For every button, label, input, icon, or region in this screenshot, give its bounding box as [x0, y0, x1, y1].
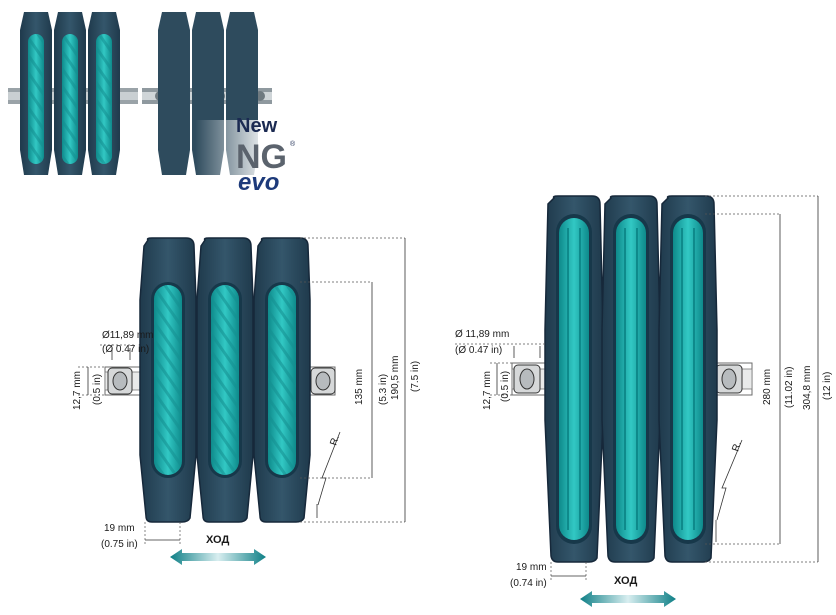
left-outer-height-mm: 190,5 mm	[390, 356, 401, 400]
left-radius-label: R.	[328, 434, 342, 447]
left-pitch-mm: 12,7 mm	[72, 371, 83, 410]
svg-text:evo: evo	[238, 169, 279, 196]
right-radius-label: R.	[730, 440, 744, 453]
right-pitch-in: (0.5 in)	[500, 371, 511, 402]
right-travel-arrow	[580, 591, 676, 607]
right-outer-height-in: (12 in)	[822, 372, 833, 400]
left-pad-3	[253, 237, 311, 523]
left-pad-1	[139, 237, 197, 523]
left-roller-left	[107, 367, 133, 395]
right-drawing: Ø 11,89 mm (Ø 0.47 in) 12,7 mm (0.5 in) …	[455, 195, 833, 607]
right-roller-left	[513, 364, 541, 394]
left-inner-height-mm: 135 mm	[354, 369, 365, 405]
right-travel-label: ХОД	[614, 575, 637, 587]
product-photo-back	[142, 12, 272, 180]
right-pad-1	[544, 195, 604, 563]
left-pin-diameter-mm: Ø11,89 mm	[102, 330, 154, 341]
left-width-mm: 19 mm	[104, 523, 135, 534]
right-roller-right	[715, 364, 743, 394]
right-inner-height-mm: 280 mm	[762, 369, 773, 405]
right-width-mm: 19 mm	[516, 562, 547, 573]
svg-text:®: ®	[290, 140, 296, 148]
svg-text:New: New	[236, 115, 278, 137]
new-ng-evo-logo: New NG ® evo	[236, 115, 296, 196]
svg-text:NG: NG	[236, 138, 287, 176]
left-drawing: Ø11,89 mm (Ø 0.47 in) 12,7 mm (0.5 in) 1…	[72, 237, 421, 565]
left-travel-arrow	[170, 549, 266, 565]
right-pin-diameter-mm: Ø 11,89 mm	[455, 329, 509, 340]
right-outer-height-mm: 304,8 mm	[802, 366, 813, 410]
left-outer-height-in: (7.5 in)	[410, 361, 421, 392]
right-pin-diameter-in: (Ø 0.47 in)	[455, 345, 502, 356]
product-photo-teal	[8, 12, 138, 175]
right-pad-2	[601, 195, 661, 563]
right-pitch-mm: 12,7 mm	[482, 371, 493, 410]
left-width-in: (0.75 in)	[101, 539, 138, 550]
right-pad-3	[658, 195, 718, 563]
left-roller-right	[310, 367, 336, 395]
right-inner-height-in: (11.02 in)	[784, 366, 795, 408]
left-travel-label: ХОД	[206, 534, 229, 546]
left-pad-2	[196, 237, 254, 523]
left-pitch-in: (0.5 in)	[92, 374, 103, 405]
left-inner-height-in: (5.3 in)	[378, 374, 389, 405]
right-width-in: (0.74 in)	[510, 578, 547, 589]
left-pin-diameter-in: (Ø 0.47 in)	[102, 344, 149, 355]
